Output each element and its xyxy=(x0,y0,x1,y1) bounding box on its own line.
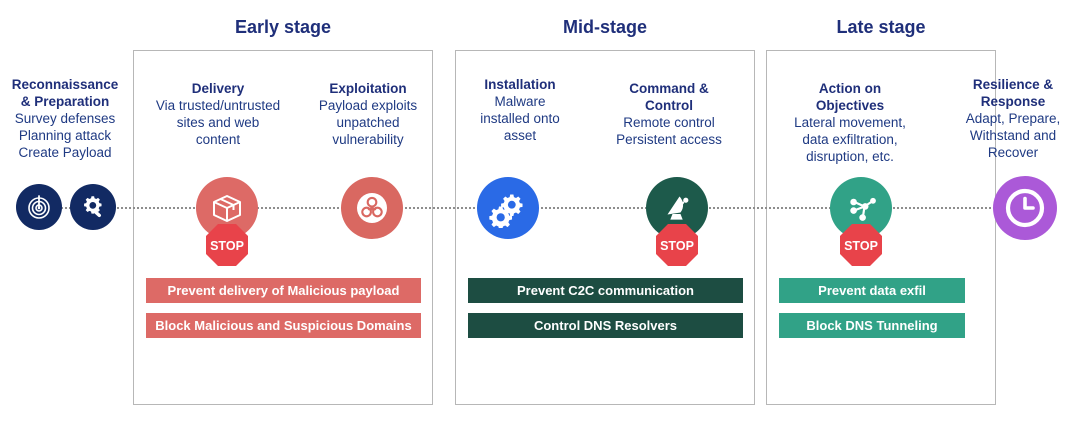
control-banner-late-2: Block DNS Tunneling xyxy=(779,313,965,338)
phase-text-action-objectives: Action on Objectives Lateral movement, d… xyxy=(770,80,930,165)
reconnaissance-title-line1: Reconnaissance xyxy=(11,77,119,92)
delivery-body-line2: sites and web xyxy=(176,115,260,130)
stage-header-mid: Mid-stage xyxy=(562,17,647,37)
installation-body-line2: installed onto xyxy=(480,111,560,126)
phase-text-delivery: Delivery Via trusted/untrusted sites and… xyxy=(143,80,293,148)
stop-label: STOP xyxy=(210,239,244,253)
control-banner-early-2: Block Malicious and Suspicious Domains xyxy=(146,313,421,338)
command-control-body-line2: Persistent access xyxy=(616,132,722,147)
phase-text-installation: Installation Malware installed onto asse… xyxy=(458,76,582,144)
gears-icon xyxy=(477,177,539,239)
resilience-title-line2: Response xyxy=(980,94,1046,109)
installation-body-line3: asset xyxy=(503,128,537,143)
delivery-title: Delivery xyxy=(191,81,245,96)
action-objectives-title-line2: Objectives xyxy=(815,98,885,113)
exploitation-body-line1: Payload exploits xyxy=(318,98,418,113)
stop-sign-action-objectives: STOP xyxy=(838,222,884,268)
reconnaissance-body-line2: Planning attack xyxy=(18,128,112,143)
control-banner-early-1: Prevent delivery of Malicious payload xyxy=(146,278,421,303)
radar-icon xyxy=(16,184,62,230)
control-banner-mid-1: Prevent C2C communication xyxy=(468,278,743,303)
stage-header-early: Early stage xyxy=(234,17,332,37)
stage-header-late: Late stage xyxy=(836,17,926,37)
action-objectives-body-line3: disruption, etc. xyxy=(806,149,894,164)
column-reconnaissance: Reconnaissance & Preparation Survey defe… xyxy=(2,76,128,161)
stop-sign-command-control: STOP xyxy=(654,222,700,268)
gear-magnifier-icon xyxy=(70,184,116,230)
biohazard-icon xyxy=(341,177,403,239)
exploitation-body-line3: vulnerability xyxy=(332,132,404,147)
stop-label: STOP xyxy=(844,239,878,253)
control-banner-mid-2: Control DNS Resolvers xyxy=(468,313,743,338)
stop-sign-delivery: STOP xyxy=(204,222,250,268)
action-objectives-body-line1: Lateral movement, xyxy=(794,115,906,130)
delivery-body-line3: content xyxy=(195,132,241,147)
resilience-body-line1: Adapt, Prepare, xyxy=(965,111,1061,126)
phase-text-exploitation: Exploitation Payload exploits unpatched … xyxy=(300,80,436,148)
reconnaissance-body-line1: Survey defenses xyxy=(14,111,116,126)
control-banner-late-1: Prevent data exfil xyxy=(779,278,965,303)
command-control-title-line2: Control xyxy=(645,98,693,113)
exploitation-body-line2: unpatched xyxy=(336,115,400,130)
command-control-title-line1: Command & xyxy=(629,81,709,96)
exploitation-title: Exploitation xyxy=(329,81,407,96)
phase-text-command-control: Command & Control Remote control Persist… xyxy=(594,80,744,148)
resilience-body-line3: Recover xyxy=(987,145,1039,160)
resilience-title-line1: Resilience & xyxy=(972,77,1054,92)
clock-icon xyxy=(993,176,1057,240)
installation-title: Installation xyxy=(484,77,556,92)
command-control-body-line1: Remote control xyxy=(623,115,715,130)
resilience-body-line2: Withstand and xyxy=(969,128,1057,143)
reconnaissance-body-line3: Create Payload xyxy=(18,145,112,160)
reconnaissance-title-line2: & Preparation xyxy=(20,94,110,109)
installation-body-line1: Malware xyxy=(494,94,546,109)
action-objectives-title-line1: Action on xyxy=(818,81,882,96)
column-resilience: Resilience & Response Adapt, Prepare, Wi… xyxy=(950,76,1076,161)
action-objectives-body-line2: data exfiltration, xyxy=(802,132,898,147)
stop-label: STOP xyxy=(660,239,694,253)
delivery-body-line1: Via trusted/untrusted xyxy=(155,98,281,113)
